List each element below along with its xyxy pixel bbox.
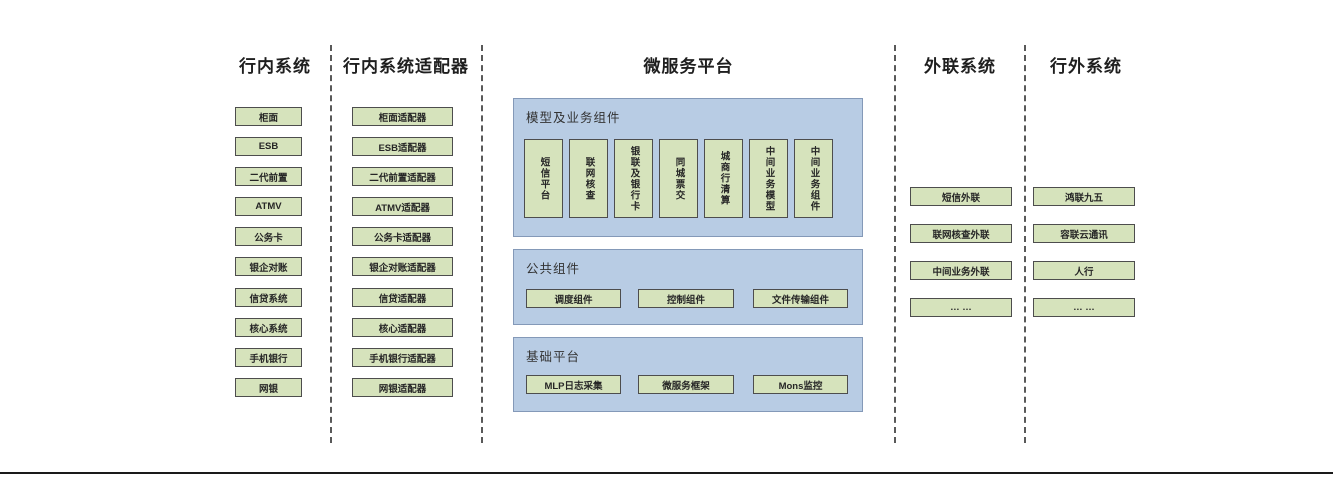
internal-system-box: ATMV: [235, 197, 302, 216]
internal-system-box: 公务卡: [235, 227, 302, 246]
common-component-box: 调度组件: [526, 289, 621, 308]
column-header-internal-adapters: 行内系统适配器: [343, 56, 469, 76]
adapter-box: 信贷适配器: [352, 288, 453, 307]
internal-system-box: 柜面: [235, 107, 302, 126]
adapter-box: 二代前置适配器: [352, 167, 453, 186]
common-component-box: 文件传输组件: [753, 289, 848, 308]
column-header-microservice-platform: 微服务平台: [643, 56, 734, 76]
outside-system-box: 鸿联九五: [1033, 187, 1135, 206]
common-component-box: 控制组件: [638, 289, 734, 308]
internal-system-box: 信贷系统: [235, 288, 302, 307]
adapter-box: 手机银行适配器: [352, 348, 453, 367]
internal-system-box: 网银: [235, 378, 302, 397]
bottom-rule: [0, 472, 1333, 474]
dashed-separator-3: [894, 45, 896, 443]
internal-system-box: 核心系统: [235, 318, 302, 337]
model-component-box: 短信平台: [524, 139, 563, 218]
model-component-box: 中间业务模型: [749, 139, 788, 218]
column-header-external-link-systems: 外联系统: [924, 56, 996, 76]
adapter-box: ATMV适配器: [352, 197, 453, 216]
model-business-components-panel: 模型及业务组件 短信平台 联网核查 银联及银行卡 同城票交 城商行清算 中间业务…: [513, 98, 863, 237]
internal-system-box: 二代前置: [235, 167, 302, 186]
dashed-separator-2: [481, 45, 483, 443]
base-platform-panel: 基础平台 MLP日志采集 微服务框架 Mons监控: [513, 337, 863, 412]
internal-system-box: ESB: [235, 137, 302, 156]
panel-label: 模型及业务组件: [526, 111, 621, 125]
adapter-box: 柜面适配器: [352, 107, 453, 126]
column-header-outside-systems: 行外系统: [1050, 56, 1122, 76]
internal-system-box: 银企对账: [235, 257, 302, 276]
model-component-box: 中间业务组件: [794, 139, 833, 218]
external-link-box: 联网核查外联: [910, 224, 1012, 243]
model-component-box: 联网核查: [569, 139, 608, 218]
adapter-box: 核心适配器: [352, 318, 453, 337]
outside-system-box: 容联云通讯: [1033, 224, 1135, 243]
adapter-box: ESB适配器: [352, 137, 453, 156]
adapter-box: 银企对账适配器: [352, 257, 453, 276]
base-component-box: MLP日志采集: [526, 375, 621, 394]
base-component-box: 微服务框架: [638, 375, 734, 394]
external-link-box: 短信外联: [910, 187, 1012, 206]
adapter-box: 网银适配器: [352, 378, 453, 397]
model-component-box: 同城票交: [659, 139, 698, 218]
model-component-box: 城商行清算: [704, 139, 743, 218]
outside-system-box: 人行: [1033, 261, 1135, 280]
adapter-box: 公务卡适配器: [352, 227, 453, 246]
column-header-internal-systems: 行内系统: [239, 56, 311, 76]
external-link-ellipsis-box: … …: [910, 298, 1012, 317]
dashed-separator-4: [1024, 45, 1026, 443]
base-component-box: Mons监控: [753, 375, 848, 394]
internal-system-box: 手机银行: [235, 348, 302, 367]
common-components-panel: 公共组件 调度组件 控制组件 文件传输组件: [513, 249, 863, 325]
panel-label: 基础平台: [526, 350, 581, 364]
outside-system-ellipsis-box: … …: [1033, 298, 1135, 317]
panel-label: 公共组件: [526, 262, 581, 276]
model-component-box: 银联及银行卡: [614, 139, 653, 218]
dashed-separator-1: [330, 45, 332, 443]
external-link-box: 中间业务外联: [910, 261, 1012, 280]
